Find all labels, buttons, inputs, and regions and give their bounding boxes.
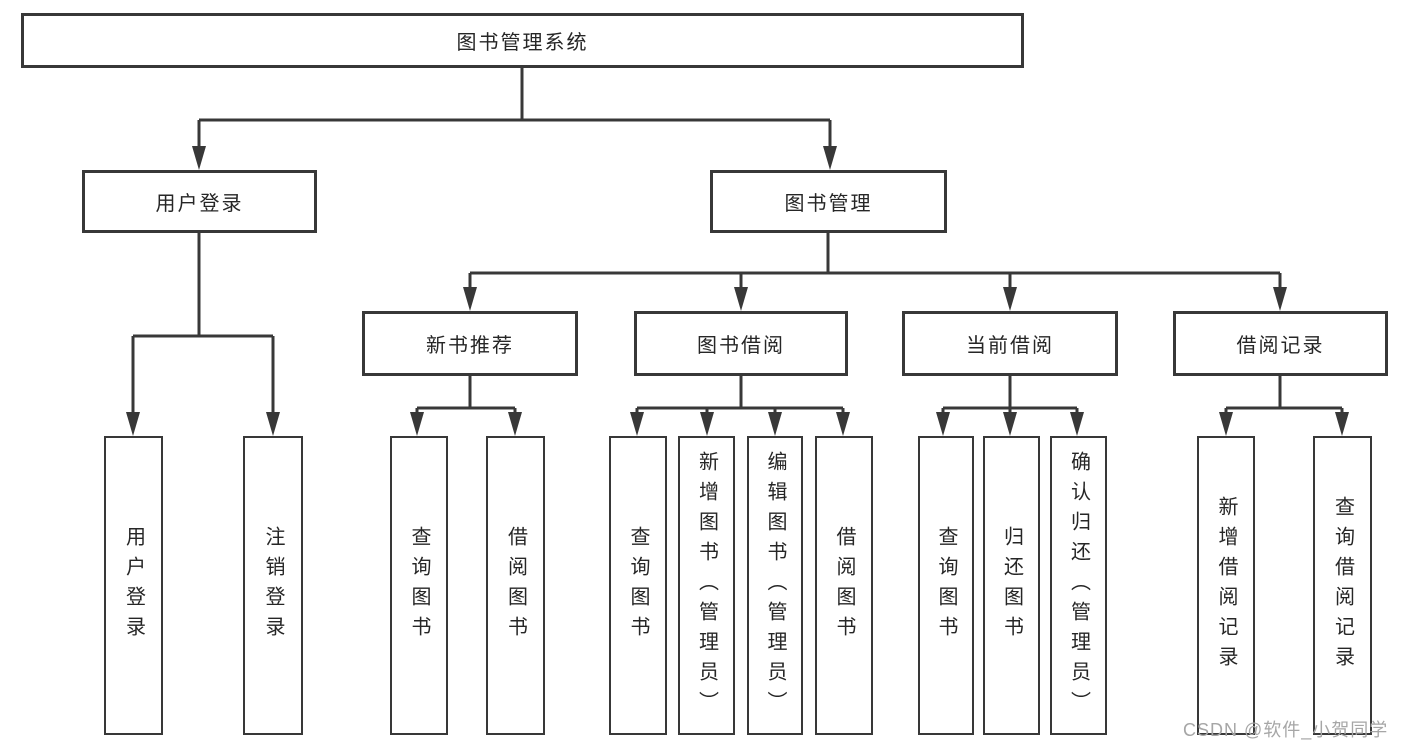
arrow-icon: [836, 412, 850, 436]
leaf-newbook-query-books: 查询图书: [390, 436, 448, 735]
leaf-edit-books-admin: 编辑图书（管理员）: [747, 436, 803, 735]
leaf-add-borrow-record: 新增借阅记录: [1197, 436, 1255, 735]
node-new-book-recommend: 新书推荐: [362, 311, 578, 376]
connector-current-borrow: [941, 376, 1079, 416]
arrow-icon: [1070, 412, 1084, 436]
arrow-icon: [1003, 412, 1017, 436]
arrow-icon: [936, 412, 950, 436]
node-library-system: 图书管理系统: [21, 13, 1024, 68]
arrow-icon: [1273, 287, 1287, 311]
arrow-icon: [768, 412, 782, 436]
watermark-csdn: CSDN @软件_小贺同学: [1183, 720, 1389, 740]
leaf-confirm-return-admin: 确认归还（管理员）: [1050, 436, 1107, 735]
node-borrow-records: 借阅记录: [1173, 311, 1388, 376]
arrow-icon: [266, 412, 280, 436]
node-user-login: 用户登录: [82, 170, 317, 233]
leaf-current-query-books: 查询图书: [918, 436, 974, 735]
arrow-icon: [823, 146, 837, 170]
connector-user-login: [131, 233, 275, 416]
leaf-add-books-admin: 新增图书（管理员）: [678, 436, 735, 735]
arrow-icon: [734, 287, 748, 311]
leaf-query-borrow-record: 查询借阅记录: [1313, 436, 1372, 735]
connector-borrow-record: [1224, 376, 1344, 416]
arrow-icon: [1335, 412, 1349, 436]
node-current-borrowing: 当前借阅: [902, 311, 1118, 376]
leaf-user-login: 用户登录: [104, 436, 163, 735]
leaf-borrow-borrow-books: 借阅图书: [815, 436, 873, 735]
arrow-icon: [1219, 412, 1233, 436]
arrow-icon: [508, 412, 522, 436]
connector-new-book: [415, 376, 517, 416]
leaf-borrow-query-books: 查询图书: [609, 436, 667, 735]
leaf-logout: 注销登录: [243, 436, 303, 735]
arrow-icon: [192, 146, 206, 170]
arrow-icon: [126, 412, 140, 436]
node-book-borrowing: 图书借阅: [634, 311, 848, 376]
arrow-icon: [463, 287, 477, 311]
leaf-return-books: 归还图书: [983, 436, 1040, 735]
arrow-icon: [630, 412, 644, 436]
connector-book-management: [468, 233, 1282, 291]
node-book-management: 图书管理: [710, 170, 947, 233]
leaf-newbook-borrow-books: 借阅图书: [486, 436, 545, 735]
connector-root: [197, 68, 832, 150]
connector-book-borrow: [635, 376, 845, 416]
arrow-icon: [1003, 287, 1017, 311]
arrowheads: [126, 146, 1349, 436]
arrow-icon: [700, 412, 714, 436]
arrow-icon: [410, 412, 424, 436]
